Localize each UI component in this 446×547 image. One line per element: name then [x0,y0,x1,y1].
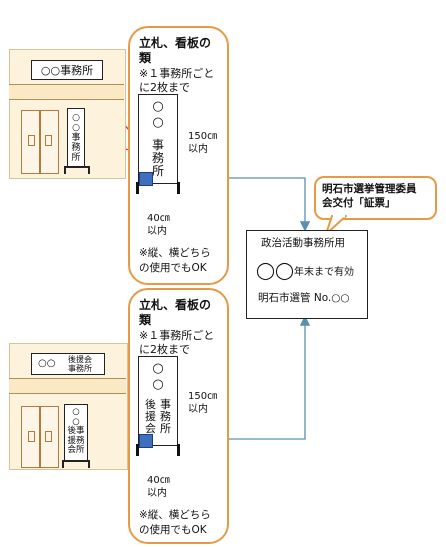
panel-bottom-height-label2: 以内 [188,404,208,415]
panel-top-title-1: 立札、看板の [139,36,212,50]
certificate-number: 明石市選管 No.○○ [258,292,350,304]
panel-top-width-label: 40㎝ [147,213,170,224]
building-roof-line-top [9,84,124,100]
sign-text-top: 事 務 所 [151,138,164,178]
panel-bottom-width-label2: 以内 [147,488,167,499]
building-sign-line2-bottom: 事務所 [68,364,92,373]
certificate-validity-text: 年末まで有効 [294,267,354,278]
standee-legs-bottom [62,460,90,468]
panel-bottom-width-label: 40㎝ [147,475,170,486]
standee-sign-top: ○ ○ 事 務 所 [67,108,85,168]
panel-bottom-height-label: 150㎝ [188,391,218,402]
standee-sign-bottom: ○ ○ 後事 援務 会所 [64,404,88,462]
standee-text-top: ○ ○ 事 務 所 [71,113,81,163]
panel-bottom-footer-2: の使用でもOK [139,524,207,536]
sign-circles-top: ○ ○ [152,99,164,130]
building-sign-prefix-bottom: ○○ [38,358,56,369]
panel-top-title-2: 類 [139,51,152,65]
building-door-top [21,110,59,174]
building-sign-top: ○○事務所 [31,60,103,80]
panel-top-note-1: ※１事務所ごと [139,67,215,80]
certificate-title: 政治活動事務所用 [261,237,345,249]
panel-top-note-2: に2枚まで [139,81,190,94]
building-sign-line1-bottom: 後援会 [68,355,92,364]
sign-text-bottom-col2: 後 援 会 [145,398,156,435]
signboard-panel-top: 立札、看板の 類 ※１事務所ごと に2枚まで ○ ○ 事 務 所 150㎝ 以内… [128,26,229,285]
sign-circles-bottom: ○ ○ [152,361,164,392]
vertical-sign-top: ○ ○ 事 務 所 [138,94,178,184]
panel-bottom-title-1: 立札、看板の [139,298,212,312]
vertical-sign-bottom: ○ ○ 後 援 会 事 務 所 [138,356,178,446]
building-roof-line-bottom [9,378,126,394]
certificate-badge-top [139,172,153,186]
sign-legs-top [136,182,180,194]
panel-top-height-label2: 以内 [188,144,208,155]
panel-top-footer-1: ※縦、横どちら [139,247,211,259]
building-door-bottom [21,406,59,468]
certificate-validity-circles: ◯◯ [256,261,295,281]
sign-legs-bottom [136,444,180,456]
signboard-panel-bottom: 立札、看板の 類 ※１事務所ごと に2枚まで ○ ○ 後 援 会 事 務 所 1… [128,288,229,544]
sign-text-bottom-col1: 事 務 所 [160,398,171,435]
panel-top-height-label: 150㎝ [188,131,218,142]
callout-line1: 明石市選挙管理委員 [322,183,417,195]
callout-bubble: 明石市選挙管理委員 会交付「証票」 [314,176,437,220]
panel-bottom-footer-1: ※縦、横どちら [139,509,211,521]
standee-legs-top [64,166,90,174]
certificate-card: 政治活動事務所用 ◯◯ 年末まで有効 明石市選管 No.○○ [246,230,368,319]
panel-bottom-note-1: ※１事務所ごと [139,329,215,342]
standee-text-bottom: ○ ○ 後事 援務 会所 [67,407,85,455]
certificate-badge-bottom [139,434,153,448]
building-sign-bottom: ○○ 後援会 事務所 [31,353,105,375]
panel-bottom-note-2: に2枚まで [139,343,190,356]
panel-bottom-title-2: 類 [139,313,152,327]
panel-top-width-label2: 以内 [147,226,167,237]
callout-line2: 会交付「証票」 [322,197,396,209]
building-sign-text-top: ○○事務所 [40,64,94,77]
panel-top-footer-2: の使用でもOK [139,262,207,274]
